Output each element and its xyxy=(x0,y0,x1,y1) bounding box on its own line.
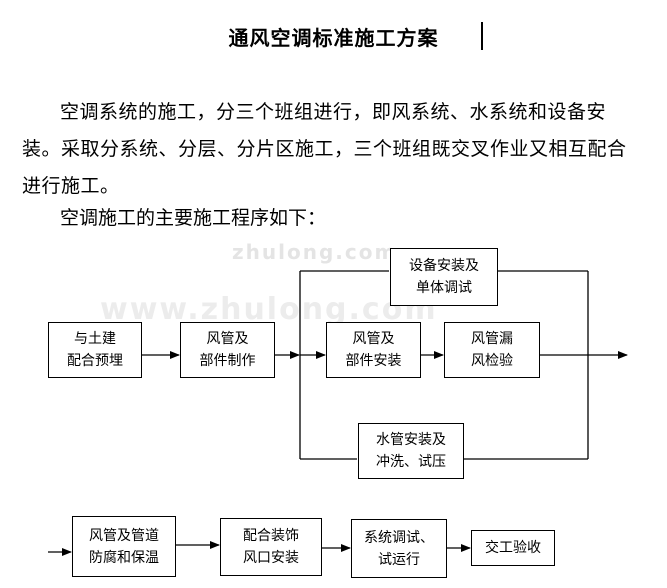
step-leak-test-box: 风管漏 风检验 xyxy=(444,322,540,378)
step-water-pipe-box: 水管安装及 冲洗、试压 xyxy=(358,423,464,479)
step-insulation-box: 风管及管道 防腐和保温 xyxy=(72,516,176,577)
step-commissioning-box: 系统调试、 试运行 xyxy=(351,519,447,578)
step-acceptance-box: 交工验收 xyxy=(471,530,555,566)
procedure-heading: 空调施工的主要施工程序如下： xyxy=(60,207,327,229)
text-cursor xyxy=(481,22,483,50)
step-duct-install-box: 风管及 部件安装 xyxy=(326,322,421,378)
document-title: 通风空调标准施工方案 xyxy=(228,26,439,50)
step-decoration-box: 配合装饰 风口安装 xyxy=(220,518,322,576)
step-equipment-box: 设备安装及 单体调试 xyxy=(390,248,498,306)
step-fabricate-box: 风管及 部件制作 xyxy=(180,322,275,378)
intro-paragraph: 空调系统的施工，分三个班组进行，即风系统、水系统和设备安装。采取分系统、分层、分… xyxy=(22,101,627,197)
step-embed-box: 与土建 配合预埋 xyxy=(48,322,142,378)
